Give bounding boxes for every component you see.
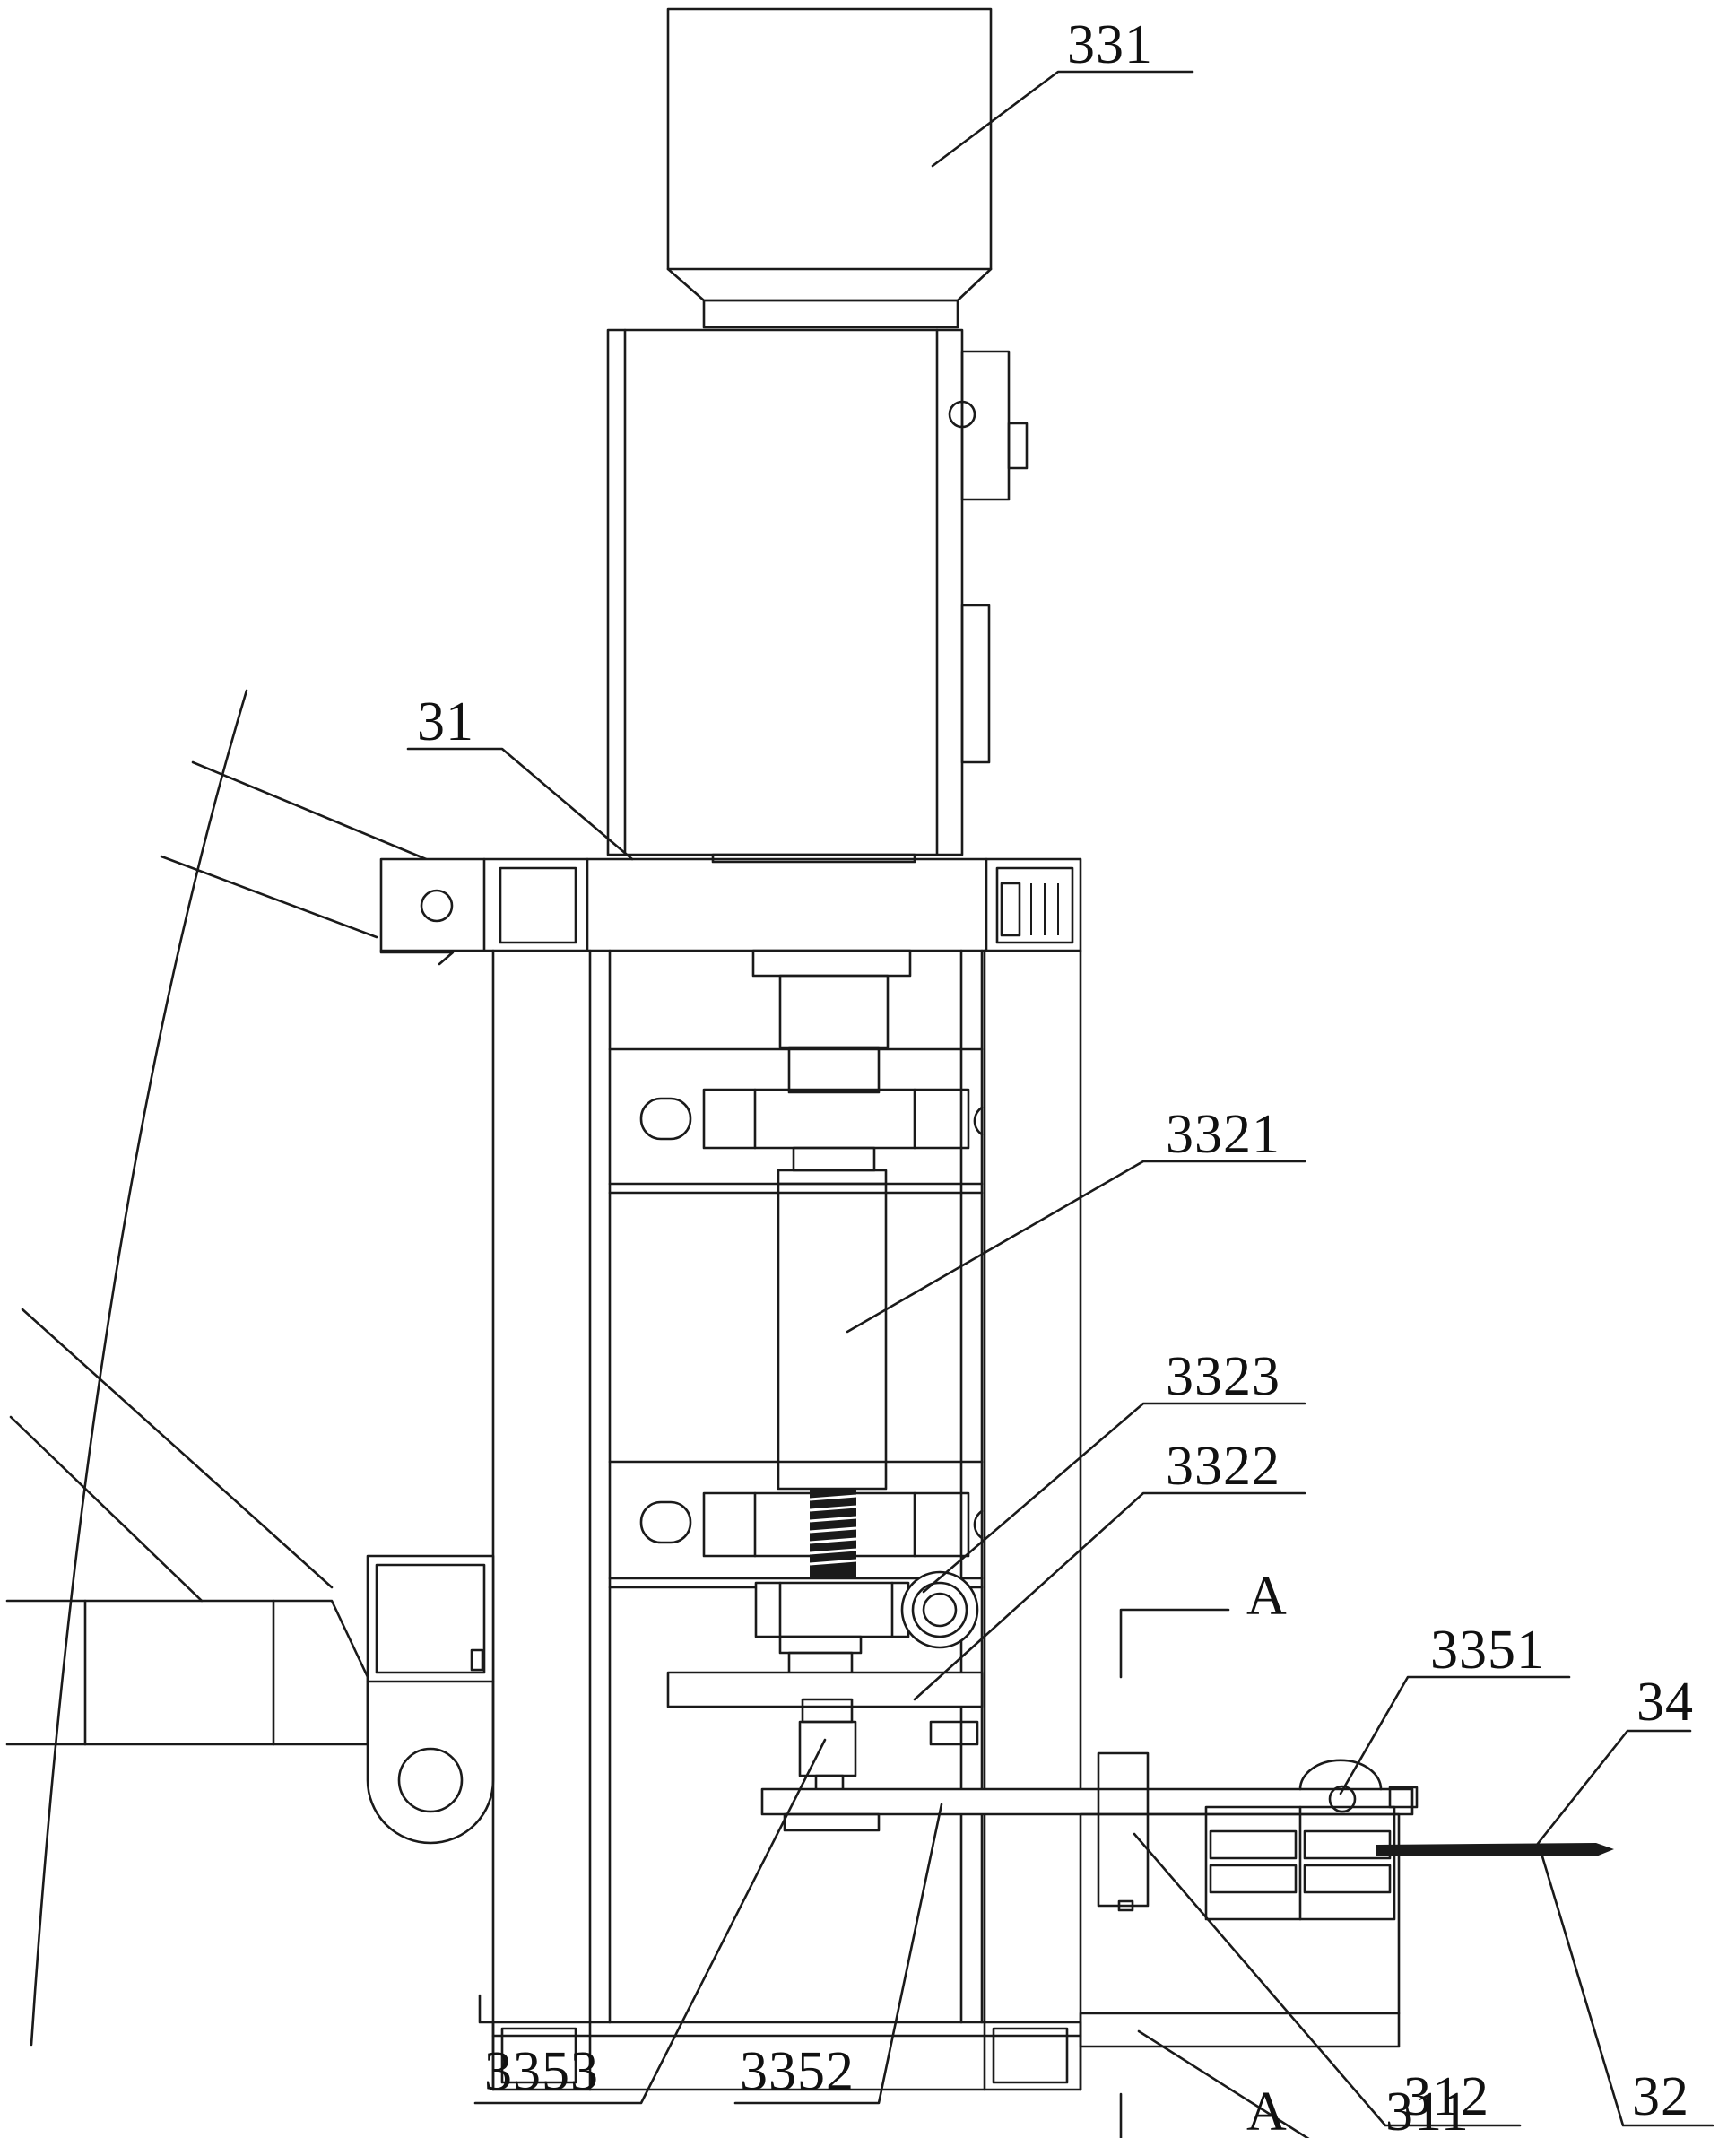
main-frame [478, 949, 1401, 2091]
label-3353: 3353 [484, 2041, 599, 2102]
label-331: 331 [1067, 14, 1153, 75]
label-3321: 3321 [1166, 1104, 1280, 1165]
cylinder-3321 [777, 1169, 888, 1491]
reference-labels: 331 31 3321 3323 3322 A 3351 34 32 312 3… [417, 14, 1694, 2138]
lower-gear-assembly [608, 1460, 984, 1686]
upper-column [606, 328, 1029, 856]
shaft-3353 [798, 1698, 857, 1795]
label-32: 32 [1632, 2066, 1689, 2127]
label-3351: 3351 [1430, 1620, 1545, 1681]
motor-331 [666, 7, 993, 329]
label-3352: 3352 [740, 2041, 855, 2102]
leader-lines [406, 70, 1714, 2138]
beam-31 [379, 853, 1082, 966]
left-hinge-bracket [366, 1554, 495, 1845]
lever-assembly [760, 1751, 1614, 2015]
label-3322: 3322 [1166, 1436, 1280, 1497]
label-31: 31 [417, 691, 474, 752]
section-marks [1119, 1608, 1230, 2138]
label-section-a-bottom: A [1246, 2082, 1288, 2138]
label-34: 34 [1636, 1672, 1694, 1733]
plate-3322 [666, 1671, 984, 1746]
label-section-a-top: A [1246, 1566, 1288, 1627]
label-311: 311 [1385, 2082, 1470, 2138]
label-312: 312 [1403, 2066, 1489, 2127]
upper-gear-assembly [608, 949, 984, 1195]
left-arm-structure [5, 689, 432, 2047]
label-3323: 3323 [1166, 1346, 1280, 1407]
